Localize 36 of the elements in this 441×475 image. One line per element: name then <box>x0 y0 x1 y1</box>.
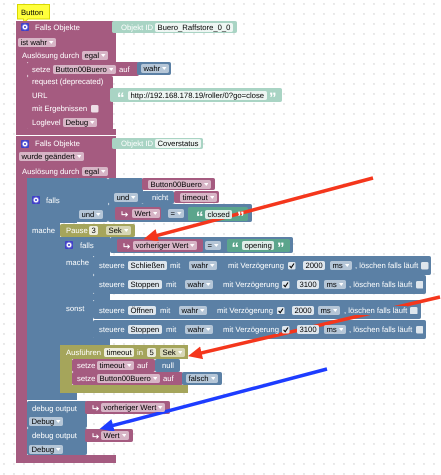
quote-mark: “ <box>196 211 204 217</box>
variable-block <box>142 178 215 190</box>
not-block <box>142 191 174 204</box>
debug-output-block <box>27 401 87 428</box>
timeout-block <box>60 345 188 393</box>
control-block <box>93 320 426 339</box>
quote-mark: ” <box>269 92 276 98</box>
quote-mark: ” <box>277 242 284 248</box>
set-variable-block <box>72 359 155 372</box>
quote-mark: “ <box>117 92 124 98</box>
object-id-block <box>112 138 203 149</box>
arrow <box>188 295 440 360</box>
quote-mark: “ <box>232 242 239 248</box>
object-id-block <box>112 21 237 33</box>
text-block <box>227 239 290 252</box>
variable-block <box>115 207 161 220</box>
text-block <box>188 207 248 221</box>
variable-block <box>85 401 170 414</box>
quote-mark: ” <box>237 211 244 217</box>
variable-block <box>85 429 133 442</box>
logic-and-block <box>108 178 143 204</box>
control-block <box>93 300 421 319</box>
arrow <box>143 176 374 242</box>
compare-block <box>110 237 293 253</box>
debug-output-block <box>27 428 87 455</box>
null-block <box>155 359 180 372</box>
set-variable-block <box>27 62 139 76</box>
variable-block <box>174 191 219 203</box>
boolean-block <box>182 372 222 385</box>
boolean-block <box>137 62 171 75</box>
arrow <box>99 367 328 432</box>
variable-block <box>117 239 203 252</box>
text-block <box>110 88 282 102</box>
compare-block <box>108 204 252 222</box>
set-variable-block <box>72 372 183 385</box>
pause-block <box>60 224 135 237</box>
